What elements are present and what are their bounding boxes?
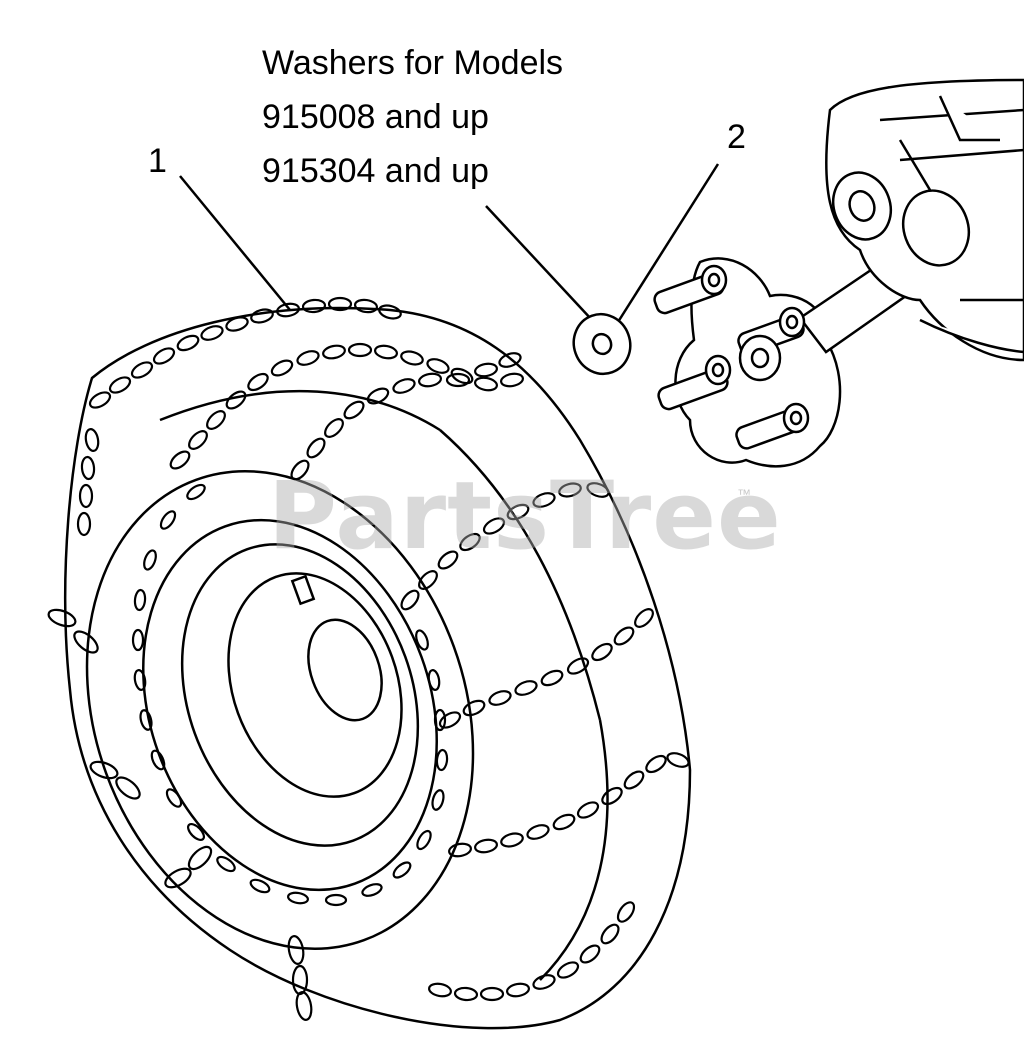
leader-line-2 <box>616 163 720 323</box>
wheel-stud-3 <box>735 402 810 450</box>
callout-2: 2 <box>727 118 746 156</box>
watermark-text: PartsTree <box>268 462 782 571</box>
wheel-stud-1 <box>653 264 728 315</box>
tire-tread-outline <box>64 306 692 1030</box>
leader-lines <box>179 163 720 323</box>
watermark-trademark: ™ <box>737 486 751 502</box>
tread-line-c <box>539 719 609 981</box>
washer <box>572 312 632 376</box>
tread-line-b <box>439 429 602 721</box>
washer-note: Washers for Models 915008 and up 915304 … <box>262 36 563 198</box>
chain-cross-7 <box>428 901 636 1002</box>
chain-cross-3 <box>290 372 524 481</box>
washer-note-line-3: 915304 and up <box>262 152 489 190</box>
washer-note-line-2: 915008 and up <box>262 98 489 136</box>
chain-cross-2 <box>169 342 522 470</box>
rim-ring-2 <box>180 543 420 847</box>
chain-cross-6 <box>448 752 690 858</box>
housing-boss-right <box>901 189 971 267</box>
transaxle-housing <box>825 78 1024 362</box>
valve-stem <box>290 574 316 606</box>
tire-assembly <box>64 306 692 1030</box>
chain-side-inner <box>131 483 449 907</box>
tire-sidewall <box>85 469 475 951</box>
callout-1: 1 <box>148 142 167 180</box>
leader-line-1 <box>179 175 291 311</box>
rim-hub <box>307 618 383 722</box>
rim-ring-3 <box>227 572 403 798</box>
chain-cross-1 <box>88 296 402 409</box>
leader-line-note <box>485 205 593 321</box>
washer-note-line-1: Washers for Models <box>262 44 564 82</box>
wheel-stud-2 <box>657 354 732 411</box>
tread-line-a <box>159 389 441 432</box>
tire-chain <box>47 296 690 1021</box>
chain-cross-4 <box>400 482 610 611</box>
chain-side-outer <box>47 428 313 1021</box>
chain-cross-5 <box>438 608 654 729</box>
